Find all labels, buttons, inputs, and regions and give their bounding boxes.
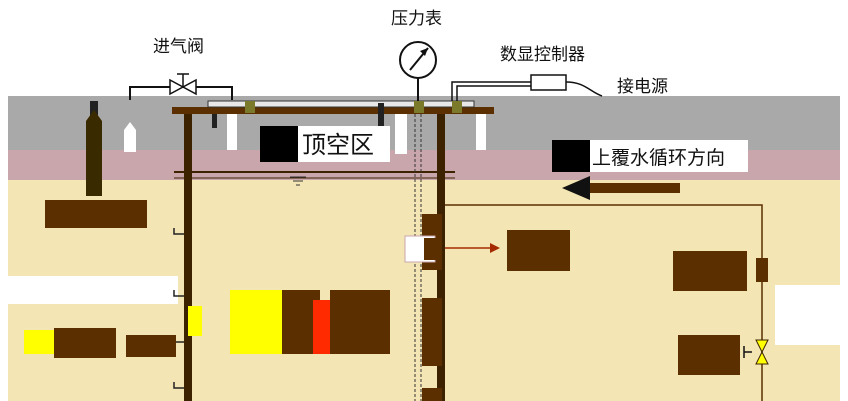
- column-block-3: [422, 388, 442, 401]
- lid-clip-c: [452, 101, 462, 113]
- blank-patch-right: [775, 285, 840, 345]
- right-box-1: [507, 230, 570, 271]
- flow-dark-box: [552, 140, 590, 172]
- power-cable: [565, 81, 603, 97]
- small-bottle: [124, 130, 136, 152]
- controller-wire-2: [456, 85, 531, 101]
- flow-label: 上覆水循环方向: [592, 147, 725, 169]
- right-box-2: [673, 251, 747, 291]
- lid-clip-b: [414, 101, 424, 113]
- circulation-pump: [756, 258, 768, 282]
- controller-box: [530, 74, 567, 91]
- lid-clip-a: [245, 101, 255, 113]
- flow-label-bg: [590, 140, 748, 172]
- sediment-block-3: [330, 290, 390, 354]
- power-label: 接电源: [617, 77, 668, 97]
- lid-plate: [172, 107, 494, 114]
- lid-top-bar: [207, 100, 475, 108]
- pressure-gauge-needle-head: [420, 48, 428, 56]
- inner-cell-mid: [395, 114, 407, 154]
- outlet-arrow-icon: [490, 243, 500, 253]
- circulation-pipe: [445, 204, 763, 401]
- lid-screw: [378, 103, 384, 128]
- inner-cell-left: [227, 114, 237, 150]
- flow-arrow-shaft: [580, 183, 680, 193]
- probe-sensor: [45, 200, 147, 228]
- controller-wire-1: [451, 81, 531, 101]
- left-block-2: [126, 335, 176, 357]
- inner-cell-right: [476, 114, 486, 150]
- sediment-block-red: [313, 300, 333, 354]
- headspace-label: 顶空区: [302, 131, 374, 159]
- small-bottle-cap: [124, 122, 136, 130]
- probe-tip: [86, 110, 102, 121]
- controller-label: 数显控制器: [500, 45, 585, 65]
- column-wall-left: [184, 114, 192, 401]
- headspace-label-bg: [298, 126, 390, 162]
- lid-screw-left: [212, 114, 217, 128]
- inlet-valve-label: 进气阀: [153, 37, 204, 57]
- pressure-gauge-label: 压力表: [391, 9, 442, 29]
- left-block-1: [54, 328, 116, 358]
- probe-body: [86, 121, 102, 196]
- flow-arrow-icon: [562, 176, 590, 200]
- blank-patch-left: [8, 276, 178, 304]
- right-box-3: [678, 335, 740, 375]
- left-block-yellow: [24, 330, 54, 354]
- sediment-block-1: [230, 290, 282, 354]
- column-yellow-mark: [188, 306, 202, 336]
- sample-port-fill: [424, 238, 442, 260]
- water-level-icon: [290, 176, 306, 186]
- circulation-valve-icon: [755, 339, 769, 365]
- column-block-2: [422, 298, 442, 366]
- headspace-dark-box: [260, 126, 298, 162]
